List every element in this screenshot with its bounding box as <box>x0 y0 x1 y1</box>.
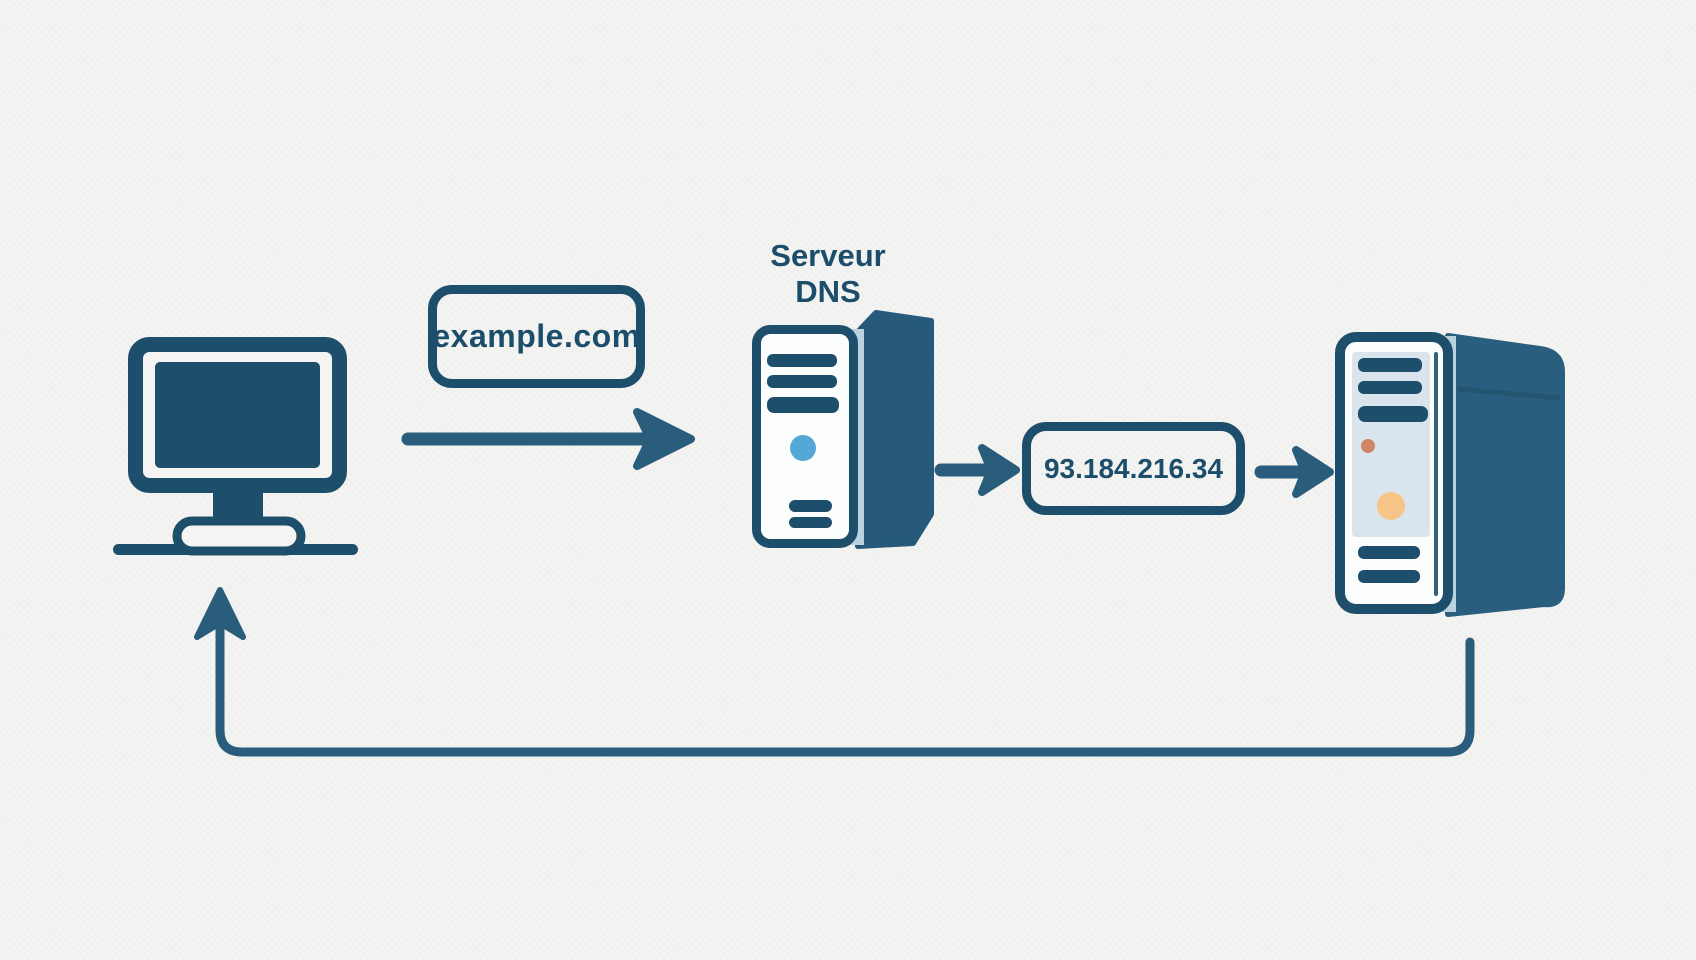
answer-arrowhead-right <box>1292 446 1334 498</box>
dns-vent-bar <box>767 354 837 367</box>
dns-drive-bar <box>789 500 832 512</box>
web-tower-panel <box>1352 352 1430 537</box>
resolved-ip-text: 93.184.216.34 <box>1043 452 1224 484</box>
monitor-screen <box>155 362 320 468</box>
monitor-stand-base <box>172 516 306 556</box>
dns-drive-bar <box>789 517 832 528</box>
web-drive-bar <box>1358 546 1420 559</box>
desktop-computer-icon <box>113 337 358 556</box>
answer-arrow-right <box>1254 446 1334 498</box>
dns-vent-bar <box>767 397 839 413</box>
web-tower-side-seam <box>1457 386 1561 401</box>
dns-led-icon <box>790 435 816 461</box>
dns-server-label-line2: DNS <box>795 274 861 309</box>
dns-server-label-line1: Serveur <box>770 238 886 273</box>
web-vent-bar <box>1358 381 1422 394</box>
web-vent-bar <box>1358 406 1428 422</box>
resolved-ip-box: 93.184.216.34 <box>1022 422 1245 515</box>
dns-tower-side <box>855 310 934 549</box>
answer-arrowhead-left <box>978 444 1020 496</box>
web-tower-side <box>1445 333 1565 617</box>
domain-query-text: example.com <box>432 318 641 354</box>
return-arrowhead <box>194 587 246 640</box>
return-path <box>215 625 1475 757</box>
web-led-large-icon <box>1377 492 1405 520</box>
dns-vent-bar <box>767 375 837 388</box>
web-tower-face-shade <box>1434 352 1438 596</box>
web-vent-bar <box>1358 358 1422 372</box>
web-drive-bar <box>1358 570 1420 583</box>
answer-arrow-left <box>934 444 1020 496</box>
return-arrow <box>194 587 1475 757</box>
request-arrowhead <box>633 408 695 470</box>
request-arrow <box>401 408 695 470</box>
web-server-tower-icon <box>1335 332 1565 617</box>
web-led-small-icon <box>1361 439 1375 453</box>
dns-server-tower-icon <box>752 310 934 549</box>
dns-server-label: Serveur DNS <box>728 238 928 310</box>
domain-query-box: example.com <box>428 285 645 388</box>
